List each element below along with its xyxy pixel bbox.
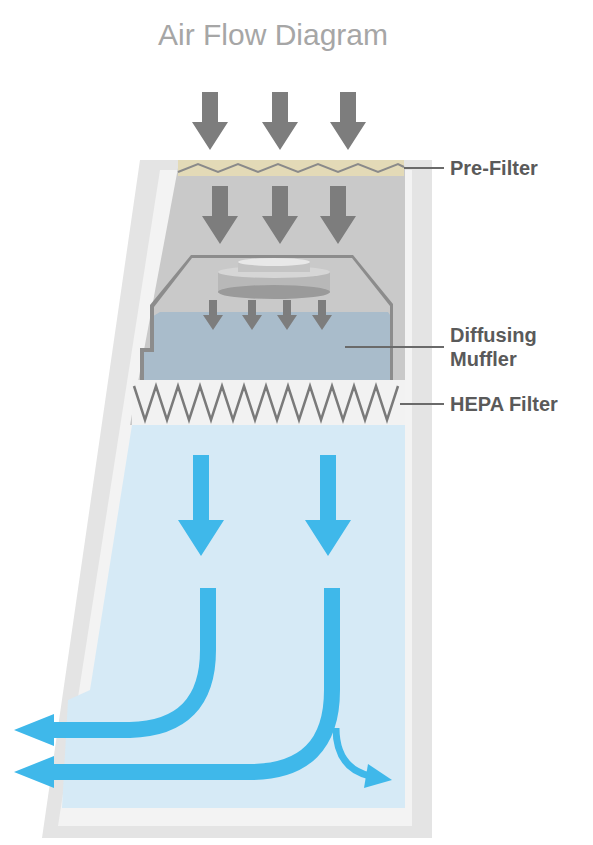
- plenum: [130, 168, 405, 425]
- hepa-pleats: [134, 386, 398, 420]
- drawing-part: [305, 455, 351, 556]
- drawing-part: [404, 167, 444, 169]
- drawing-part: [345, 346, 444, 348]
- drawing-part: [14, 714, 54, 746]
- drawing-part: [242, 300, 262, 330]
- drawing-part: [262, 92, 298, 150]
- drawing-part: [400, 403, 444, 405]
- drawing-part: [192, 92, 228, 150]
- drawing-part: [330, 92, 366, 150]
- cabinet-shell: [42, 160, 432, 838]
- drawing-part: [202, 186, 238, 244]
- callout-label: Pre-Filter: [450, 156, 585, 180]
- drawing-part: [238, 258, 310, 266]
- pre-filter: [178, 160, 404, 176]
- drawing-part: [312, 300, 332, 330]
- drawing-part: [320, 186, 356, 244]
- drawing-part: [262, 186, 298, 244]
- exhaust-arrows: [50, 588, 370, 776]
- work-area: [62, 425, 405, 808]
- hepa-filter: [132, 380, 405, 425]
- intake-arrows: [192, 92, 366, 244]
- blower-fan: [218, 258, 330, 299]
- drawing-part: [50, 588, 208, 730]
- drawing-part: [218, 285, 330, 299]
- drawing-part: [50, 588, 332, 772]
- callout-label: HEPA Filter: [450, 392, 585, 416]
- pre-filter-pleats: [178, 164, 404, 172]
- drawing-part: [14, 756, 54, 788]
- exhaust-arrowheads: [14, 714, 392, 788]
- drawing-part: [277, 300, 297, 330]
- drawing-part: [203, 300, 223, 330]
- drawing-part: [364, 764, 392, 788]
- leader-lines: [345, 168, 444, 404]
- callout-label: Diffusing Muffler: [450, 323, 568, 371]
- blower-housing: [140, 255, 393, 380]
- laminar-flow-arrows: [178, 455, 351, 556]
- muffler-arrows: [203, 300, 332, 330]
- drawing-part: [336, 728, 370, 776]
- drawing-part: [178, 455, 224, 556]
- diagram-title: Air Flow Diagram: [158, 18, 388, 52]
